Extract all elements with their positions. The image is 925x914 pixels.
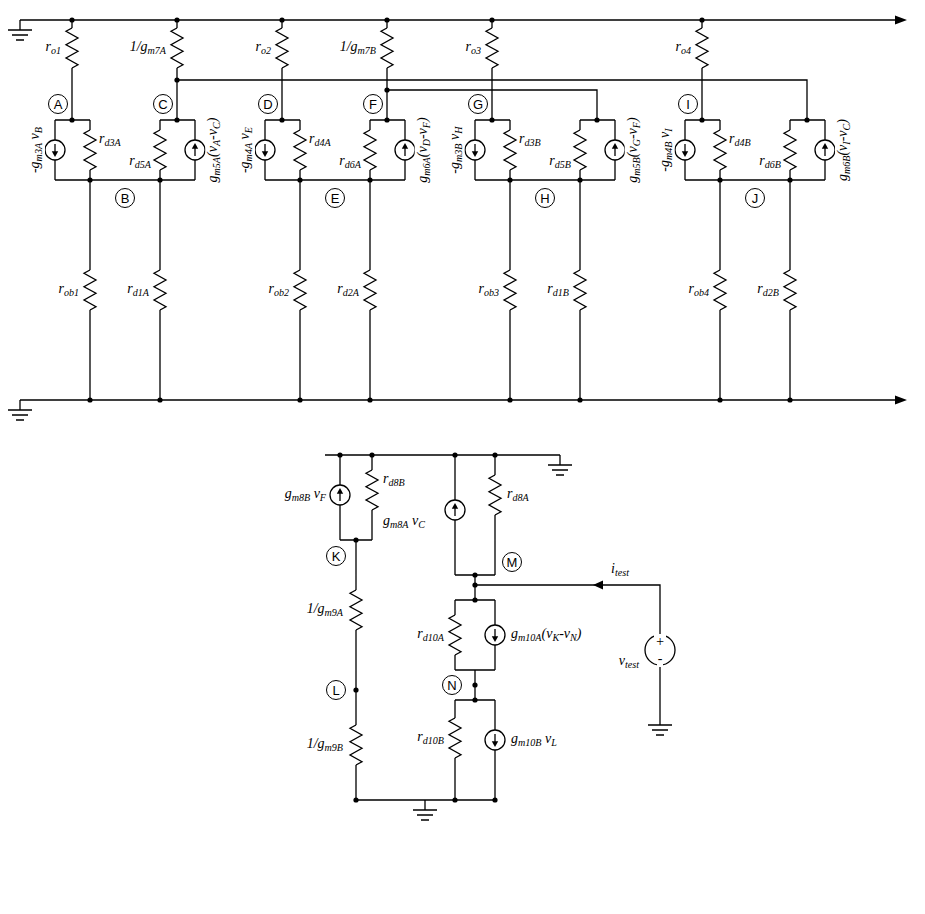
ground-symbol <box>648 715 672 735</box>
component-label: rd5B <box>548 153 572 171</box>
rail-wire <box>20 20 898 400</box>
component-label: rob3 <box>477 281 500 299</box>
node-circle: L <box>326 680 346 700</box>
junction-dot <box>337 452 497 802</box>
ground-symbol <box>548 455 572 475</box>
component-label: rob2 <box>267 281 290 299</box>
component-label: ro1 <box>44 39 62 57</box>
component-label: gm5B(vG-vF) <box>625 116 643 183</box>
node-circle: J <box>745 188 765 208</box>
device-block <box>675 17 835 402</box>
component-label: itest <box>610 561 630 579</box>
node-letter: L <box>332 684 339 697</box>
component-label: 1/gm9B <box>306 736 344 754</box>
component-label: - <box>657 651 664 667</box>
node-circle: G <box>468 94 488 114</box>
node-letter: B <box>121 192 130 205</box>
component-label: rd1A <box>126 281 150 299</box>
component-label: rd10B <box>416 729 445 747</box>
component-label: rd5A <box>128 153 152 171</box>
node-letter: K <box>332 550 341 563</box>
component-label: rd6A <box>338 153 362 171</box>
component-label: ro3 <box>464 39 482 57</box>
node-circle: M <box>502 552 522 572</box>
node-circle: D <box>258 94 278 114</box>
junction-dot <box>174 17 809 122</box>
resistor-symbol <box>350 470 501 765</box>
node-letter: M <box>507 556 518 569</box>
component-label: rd1B <box>546 281 570 299</box>
component-label: rd4B <box>728 131 752 149</box>
component-label: rd3B <box>518 131 542 149</box>
node-letter: F <box>369 98 377 111</box>
node-letter: N <box>447 679 456 692</box>
component-label: -gm3A vB <box>27 126 45 174</box>
component-label: -gm4B vI <box>657 127 675 172</box>
component-label: rd2A <box>336 281 360 299</box>
component-label: 1/gm7A <box>129 39 167 57</box>
node-wire <box>177 20 807 120</box>
resistor-symbol <box>381 28 393 68</box>
component-label: 1/gm9A <box>306 601 344 619</box>
component-label: rd10A <box>416 626 445 644</box>
component-label: -gm4A vE <box>237 126 255 174</box>
ground-symbol <box>413 800 437 820</box>
component-label: gm6B(vI-vC) <box>835 118 853 182</box>
rail-arrow <box>895 16 907 405</box>
node-letter: A <box>54 98 63 111</box>
current-source <box>330 485 505 750</box>
component-label: gm6A(vD-vF) <box>415 116 433 183</box>
node-letter: D <box>263 98 272 111</box>
component-label: gm8B vF <box>284 486 327 504</box>
device-block <box>465 17 625 402</box>
component-label: ro4 <box>674 39 692 57</box>
node-letter: C <box>158 98 167 111</box>
device-block <box>255 17 415 402</box>
component-label: -gm3B vH <box>447 125 465 174</box>
component-label: rob4 <box>687 281 710 299</box>
component-label: gm10B vL <box>510 731 558 749</box>
component-label: 1/gm7B <box>339 39 377 57</box>
component-label: ro2 <box>254 39 272 57</box>
component-label: rd3A <box>98 131 122 149</box>
node-wire <box>325 455 660 800</box>
node-letter: G <box>473 98 483 111</box>
node-circle: E <box>325 188 345 208</box>
node-letter: J <box>752 192 759 205</box>
node-circle: B <box>115 188 135 208</box>
node-circle: H <box>535 188 555 208</box>
ground-symbol <box>8 400 32 420</box>
ground-symbol <box>8 20 32 40</box>
node-circle: K <box>326 546 346 566</box>
component-label: gm8A vC <box>382 513 426 531</box>
component-label: rob1 <box>57 281 80 299</box>
node-circle: N <box>442 675 462 695</box>
device-block <box>45 17 205 402</box>
component-label: rd4A <box>308 131 332 149</box>
component-label: + <box>654 634 665 650</box>
node-circle: I <box>678 94 698 114</box>
node-circle: C <box>153 94 173 114</box>
component-label: rd8A <box>506 486 530 504</box>
node-circle: F <box>363 94 383 114</box>
component-label: rd2B <box>756 281 780 299</box>
component-label: rd6B <box>758 153 782 171</box>
component-label: gm5A(vA-vC) <box>205 117 223 184</box>
resistor-symbol <box>171 28 183 68</box>
component-label: vtest <box>618 653 640 671</box>
current-arrow <box>593 581 603 590</box>
component-label: rd8B <box>382 471 406 489</box>
node-letter: I <box>686 98 690 111</box>
node-letter: H <box>540 192 549 205</box>
node-letter: E <box>331 192 340 205</box>
component-label: gm10A(vK-vN) <box>510 626 582 644</box>
node-circle: A <box>48 94 68 114</box>
